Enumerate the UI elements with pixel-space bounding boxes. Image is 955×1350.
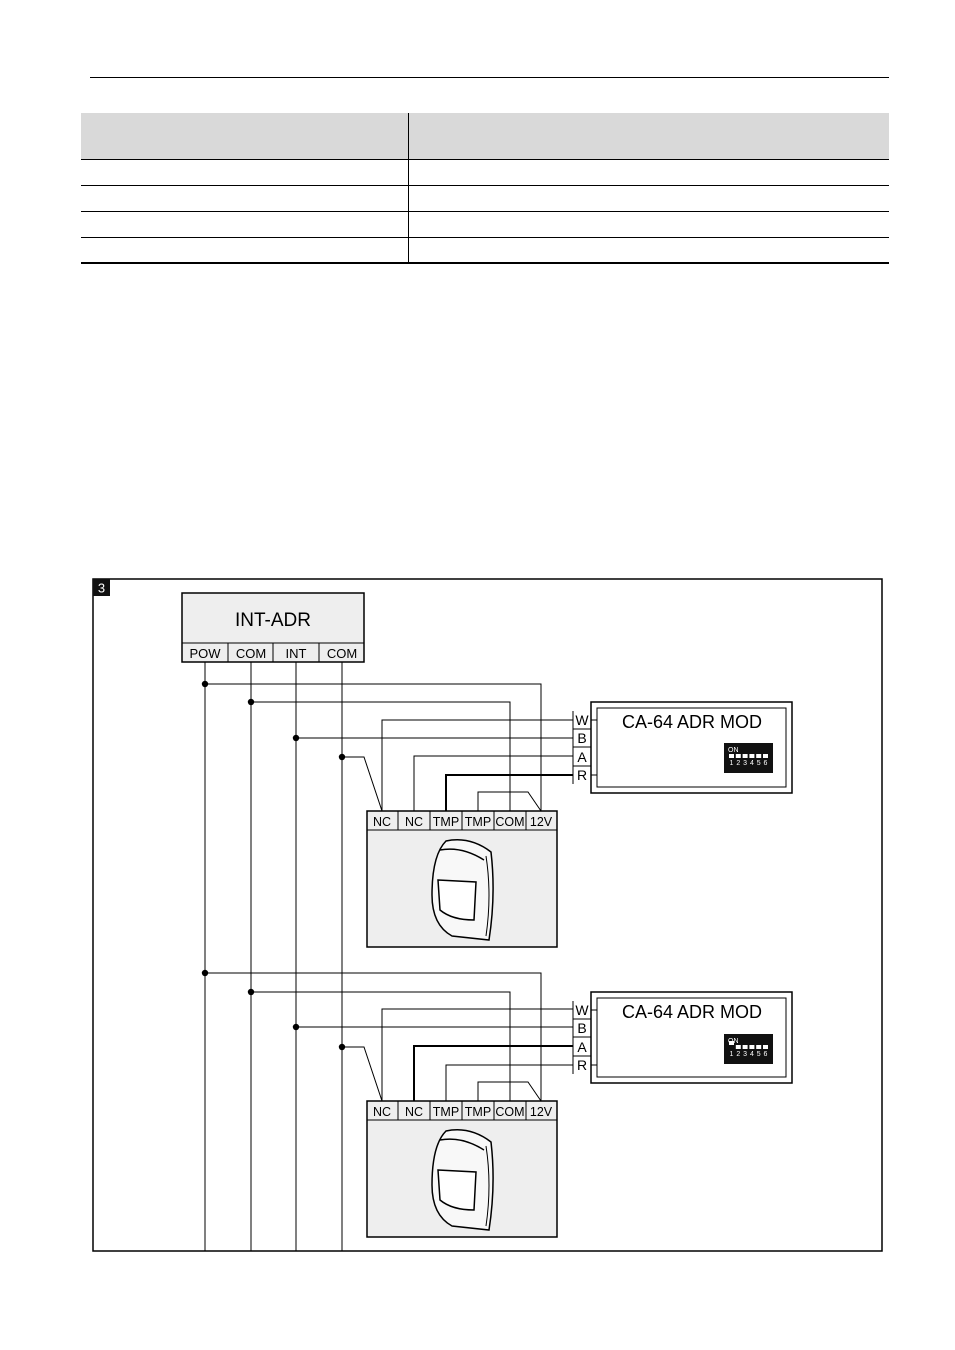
detector-terminal-label: NC	[373, 1105, 391, 1119]
dip-switch-lever	[749, 1045, 755, 1049]
figure-frame	[92, 578, 883, 1252]
junction-dot	[292, 1023, 300, 1031]
dip-switch-number: 1	[730, 760, 734, 767]
dip-switch-number: 3	[743, 1051, 747, 1058]
group-1-wires	[205, 683, 573, 812]
table-cell	[81, 186, 409, 211]
module-terminal-label: B	[577, 1020, 586, 1036]
junction-dot	[247, 988, 255, 996]
junction-dot	[201, 680, 209, 688]
dip-switch-lever	[735, 754, 741, 758]
module-terminal-label: A	[577, 749, 587, 765]
pir-detector-icon	[431, 1129, 494, 1231]
table-cell	[81, 238, 409, 262]
module-title: CA-64 ADR MOD	[622, 1002, 762, 1022]
junction-dot	[201, 969, 209, 977]
module-terminal-label: W	[575, 1002, 589, 1018]
int-adr-terminal-label: POW	[189, 646, 221, 661]
dip-switch-lever	[756, 754, 762, 758]
dip-on-label: ON	[728, 747, 739, 754]
table-header-cell	[81, 113, 409, 159]
figure-number: 3	[98, 581, 105, 596]
table-row	[81, 238, 889, 264]
table-cell	[81, 212, 409, 237]
module-terminal-label: R	[577, 767, 587, 783]
dip-switch-number: 3	[743, 760, 747, 767]
detector-terminal-label: NC	[405, 1105, 423, 1119]
table-row	[81, 212, 889, 238]
detector-terminal-label: 12V	[530, 1105, 553, 1119]
dip-switch-number: 5	[757, 1051, 761, 1058]
dip-switch-number: 5	[757, 760, 761, 767]
dip-switch-number: 2	[736, 760, 740, 767]
detector-1: NC NC TMP TMP COM 12V	[366, 810, 558, 948]
detector-terminal-label: 12V	[530, 815, 553, 829]
dip-switch-lever	[729, 754, 734, 758]
dip-switch-lever	[756, 1045, 762, 1049]
module-title: CA-64 ADR MOD	[622, 712, 762, 732]
junction-dot	[292, 734, 300, 742]
detector-terminal-label: COM	[495, 1105, 524, 1119]
header-rule	[90, 77, 889, 78]
detector-terminal-label: TMP	[433, 815, 459, 829]
detector-2: NC NC TMP TMP COM 12V	[366, 1100, 558, 1238]
dip-switch-lever	[742, 1045, 748, 1049]
dip-switch-number: 4	[750, 1051, 754, 1058]
dip-switch-number: 6	[764, 1051, 768, 1058]
junction-dot	[338, 753, 346, 761]
detector-terminal-label: NC	[373, 815, 391, 829]
int-adr-terminal-label: COM	[327, 646, 357, 661]
detector-terminal-label: TMP	[433, 1105, 459, 1119]
module-terminal-label: W	[575, 712, 589, 728]
module-terminal-label: B	[577, 730, 586, 746]
figure-number-box	[93, 579, 110, 596]
int-adr-terminal-label: COM	[236, 646, 266, 661]
table-row	[81, 160, 889, 186]
detector-terminal-label: TMP	[465, 1105, 491, 1119]
dip-switch-lever	[735, 1045, 741, 1049]
dip-switch-number: 6	[764, 760, 768, 767]
table-header-row	[81, 113, 889, 160]
junction-dot	[338, 1043, 346, 1051]
dip-switch-number: 4	[750, 760, 754, 767]
dip-switch-number: 1	[730, 1051, 734, 1058]
pir-detector-icon	[431, 839, 494, 941]
table-row	[81, 186, 889, 212]
detector-terminal-label: COM	[495, 815, 524, 829]
int-adr-title: INT-ADR	[235, 610, 311, 631]
group-2-wires	[205, 972, 573, 1102]
dip-switch-lever	[763, 1045, 768, 1049]
dip-switch-lever	[742, 754, 748, 758]
module-terminal-label: A	[577, 1039, 587, 1055]
module-terminal-label: R	[577, 1057, 587, 1073]
dip-switch-lever	[749, 754, 755, 758]
dip-switch-lever	[729, 1041, 734, 1045]
junction-dot	[247, 698, 255, 706]
int-adr-module: INT-ADR POW COM INT COM	[181, 592, 365, 663]
table-cell	[81, 160, 409, 185]
detector-terminal-label: TMP	[465, 815, 491, 829]
bus-wires	[204, 662, 343, 1251]
detector-terminal-label: NC	[405, 815, 423, 829]
dip-switch-number: 2	[736, 1051, 740, 1058]
int-adr-terminal-label: INT	[286, 646, 307, 661]
dip-switch-lever	[763, 754, 768, 758]
